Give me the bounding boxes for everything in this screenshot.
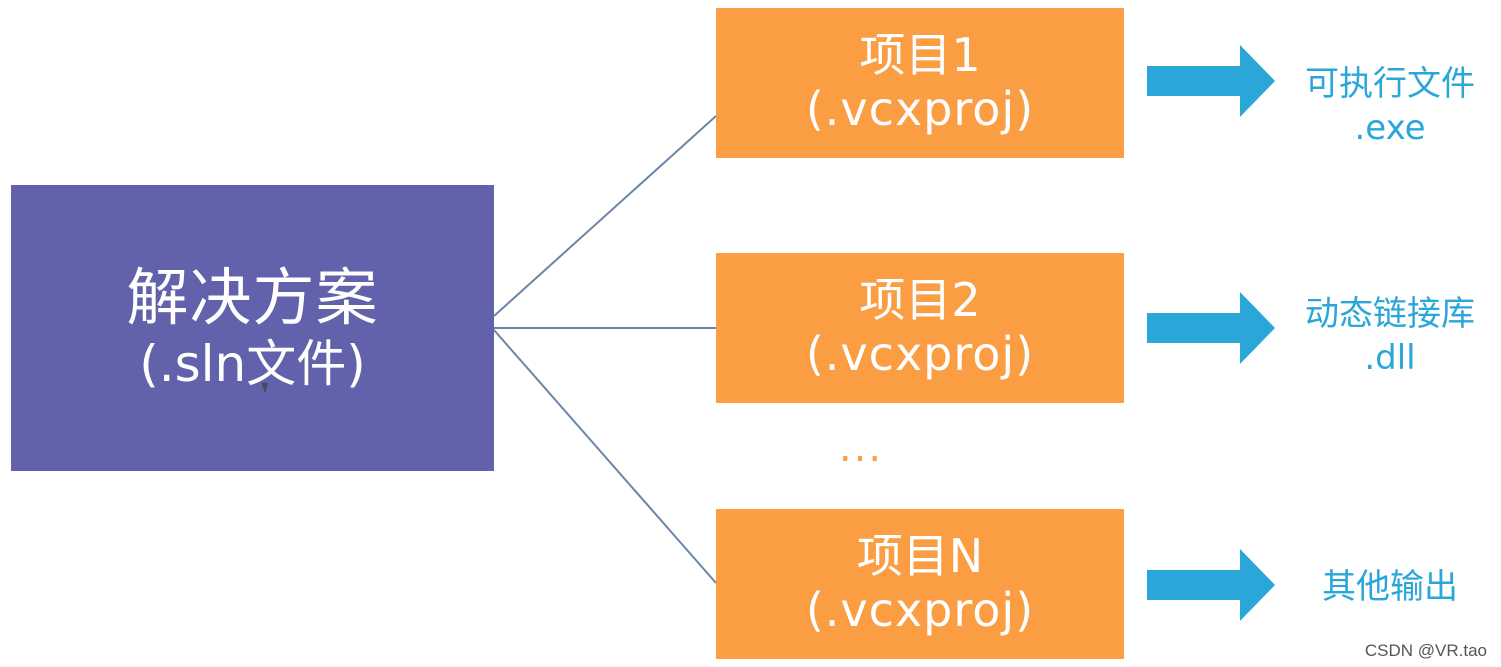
arrow-right-icon xyxy=(1147,45,1275,117)
output-label: 其他输出 xyxy=(1322,567,1458,607)
output-label: 动态链接库 xyxy=(1305,294,1475,334)
solution-subtitle: (.sln文件) xyxy=(139,334,366,393)
output-extension: .dll xyxy=(1364,338,1416,378)
output-label: 可执行文件 xyxy=(1305,64,1475,104)
project-node-1: 项目1 (.vcxproj) xyxy=(716,8,1124,158)
ellipsis: ... xyxy=(838,425,884,471)
arrow-right-icon xyxy=(1147,292,1275,364)
project-node-2: 项目2 (.vcxproj) xyxy=(716,253,1124,403)
solution-node: 解决方案 (.sln文件) xyxy=(11,185,494,471)
project-node-n: 项目N (.vcxproj) xyxy=(716,509,1124,659)
output-dynamic-library: 动态链接库 .dll xyxy=(1290,292,1490,380)
project-ext: (.vcxproj) xyxy=(805,582,1035,637)
project-title: 项目2 xyxy=(859,272,981,327)
solution-title: 解决方案 xyxy=(126,261,379,335)
project-ext: (.vcxproj) xyxy=(805,326,1035,381)
connector-to-project-n xyxy=(493,329,717,584)
connector-to-project-1 xyxy=(493,115,717,317)
arrow-right-icon xyxy=(1147,549,1275,621)
output-executable: 可执行文件 .exe xyxy=(1290,62,1490,150)
output-other: 其他输出 xyxy=(1290,565,1490,609)
project-title: 项目N xyxy=(856,528,984,583)
output-extension: .exe xyxy=(1354,108,1426,148)
watermark: CSDN @VR.tao xyxy=(1364,641,1487,660)
project-ext: (.vcxproj) xyxy=(805,81,1035,136)
project-title: 项目1 xyxy=(859,27,981,82)
